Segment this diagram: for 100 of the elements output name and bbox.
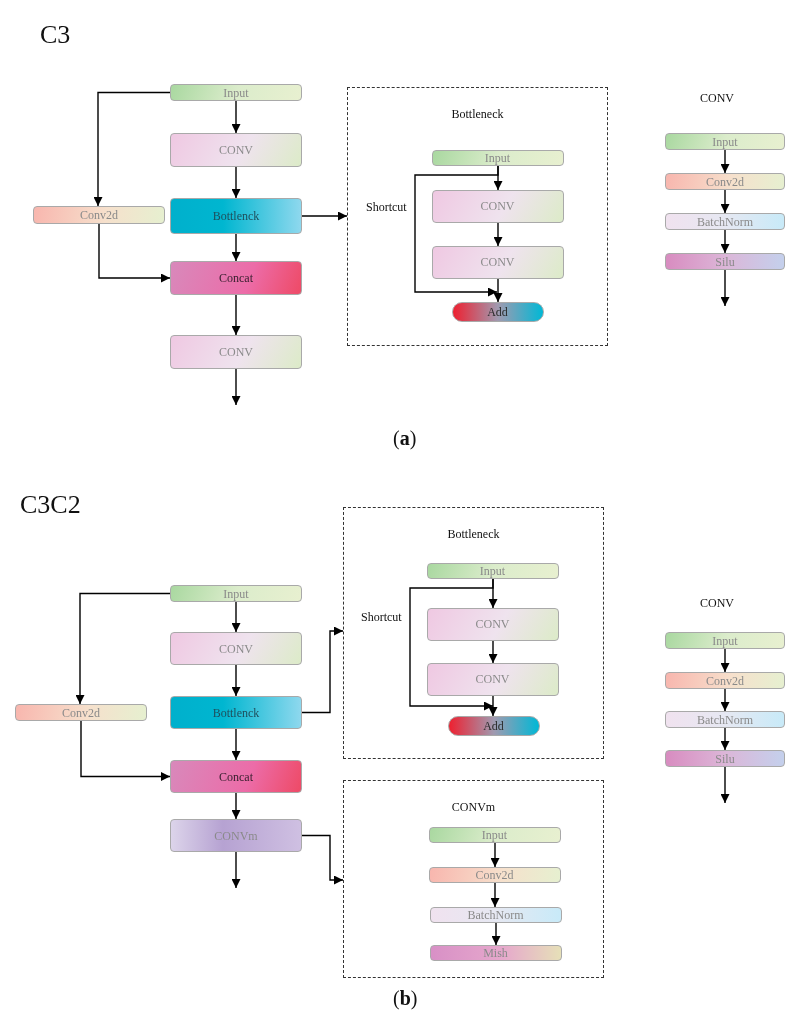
input-block [431, 149, 564, 166]
subfigure-label: (a) [393, 428, 417, 448]
block-label: Add [483, 719, 504, 732]
silu-block [665, 253, 785, 270]
block-label: Input [223, 587, 249, 600]
block-label: Conv2d [706, 674, 744, 687]
mish-block [429, 944, 562, 961]
arrow [231, 728, 241, 761]
block-label: Input [223, 86, 249, 99]
arrow [720, 648, 730, 673]
batchnorm-block [429, 906, 562, 923]
bottleneck-block [170, 198, 302, 234]
conv2d-block [665, 173, 785, 190]
block-label: Bottlenck [212, 210, 260, 222]
input-block [170, 585, 302, 602]
batchnorm-block [665, 711, 785, 728]
silu-block [665, 750, 785, 767]
block-label: Input [481, 828, 508, 841]
arrow [493, 222, 503, 247]
input-block [665, 632, 785, 649]
conv-block [431, 245, 564, 279]
arrow [93, 91, 171, 207]
edge-label: Shortcut [361, 611, 402, 623]
arrow [231, 368, 241, 406]
block-label: Conv2d [80, 209, 118, 221]
arrow [80, 720, 171, 781]
edge-label: Shortcut [366, 201, 407, 213]
arrow [491, 922, 501, 946]
conv2d-block [15, 704, 147, 721]
figure-heading: C3 [40, 22, 71, 48]
block-label: Input [712, 135, 738, 148]
block-label: Concat [219, 272, 253, 284]
concat-block [170, 760, 302, 793]
arrow [414, 165, 499, 297]
block-label: BatchNorm [467, 908, 524, 921]
panel-title: CONV [700, 597, 734, 609]
block-label: Silu [715, 255, 735, 268]
conv-block [431, 189, 564, 223]
panel-title: CONV [700, 92, 734, 104]
conv-block [170, 632, 302, 665]
subfigure-label: (b) [393, 988, 418, 1008]
arrow [720, 766, 730, 804]
block-label: Bottlenck [212, 706, 260, 719]
block-label: Input [484, 151, 511, 164]
block-label: CONV [480, 200, 515, 212]
arrow [490, 882, 500, 908]
arrow [75, 592, 171, 705]
panel-title: Bottleneck [447, 528, 500, 540]
arrow [301, 211, 348, 221]
figure-heading: C3C2 [20, 492, 81, 518]
block-label: Add [487, 305, 508, 318]
arrow [490, 842, 500, 868]
concat-block [170, 261, 302, 295]
block-label: CONV [475, 673, 510, 685]
bottleneck-dashed-panel [343, 507, 604, 759]
arrow [231, 294, 241, 336]
bottleneck-block [170, 696, 302, 729]
block-label: Input [479, 564, 506, 577]
convm-dashed-panel [343, 780, 604, 978]
panel-title: Bottleneck [451, 108, 504, 120]
block-label: Conv2d [706, 175, 744, 188]
input-block [170, 84, 302, 101]
arrow [301, 834, 344, 885]
block-label: CONV [219, 346, 253, 358]
block-label: CONV [219, 642, 253, 655]
add-block [451, 301, 544, 322]
conv-block [426, 662, 559, 696]
arrow [720, 269, 730, 307]
input-block [428, 826, 561, 843]
conv-block [170, 335, 302, 369]
arrow [301, 626, 344, 714]
block-label: BatchNorm [697, 713, 753, 726]
arrow [231, 166, 241, 199]
arrow [231, 664, 241, 697]
conv-block [426, 607, 559, 641]
block-label: CONV [219, 144, 253, 156]
arrow [720, 727, 730, 751]
arrow [720, 189, 730, 214]
block-label: Conv2d [475, 868, 514, 881]
block-label: Silu [715, 752, 735, 765]
block-label: Concat [219, 770, 253, 783]
input-block [665, 133, 785, 150]
block-label: BatchNorm [697, 215, 753, 228]
conv-block [170, 133, 302, 167]
panel-title: CONVm [451, 801, 496, 813]
arrow [231, 233, 241, 262]
arrow [231, 601, 241, 633]
block-label: CONVm [214, 829, 258, 842]
arrow [98, 223, 171, 283]
block-label: Mish [483, 946, 508, 959]
arrow [409, 578, 494, 711]
block-label: CONV [475, 618, 510, 630]
conv2d-block [428, 866, 561, 883]
block-label: CONV [480, 256, 515, 268]
arrow [231, 851, 241, 889]
arrow [488, 640, 498, 664]
block-label: Conv2d [62, 706, 100, 719]
arrow [488, 695, 498, 717]
arrow [493, 278, 503, 303]
bottleneck-dashed-panel [347, 87, 608, 346]
